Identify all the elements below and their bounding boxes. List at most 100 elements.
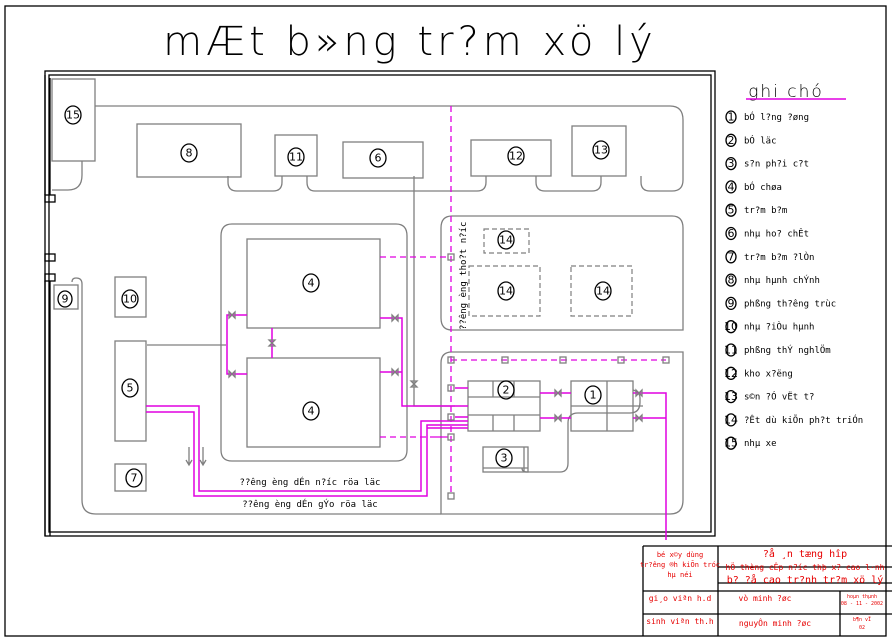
label-15: 15: [64, 105, 82, 125]
legend-number-circle: [725, 110, 737, 124]
svg-text:4: 4: [308, 405, 315, 418]
legend-number: 13: [724, 390, 738, 403]
legend-number: 11: [724, 344, 738, 357]
legend-label: s©n ?Ó vËt t?: [744, 391, 814, 403]
completion-label: hoµn thµnh: [847, 594, 877, 600]
legend-item: 7 tr?m b?m ?lÒn: [725, 250, 814, 264]
label-6: 6: [369, 148, 387, 168]
legend-number-circle: [725, 366, 737, 380]
building-8: [136, 123, 242, 178]
sludge-bed-3: [482, 446, 529, 473]
legend-label: s?n ph?i c?t: [744, 160, 809, 170]
legend-item: 12 kho x?ëng: [724, 366, 793, 380]
legend-number-circle: [725, 436, 737, 450]
svg-text:6: 6: [375, 152, 382, 165]
future-area-14b: [468, 265, 541, 317]
legend-number: 2: [728, 134, 735, 147]
legend-label: tr?m b?m ?lÒn: [744, 251, 814, 263]
sheet-border: [4, 5, 887, 637]
legend-number: 10: [724, 320, 738, 333]
teacher-label: gi¸o viªn h.d: [649, 594, 712, 603]
legend-label: nhµ xe: [744, 439, 777, 449]
label-11: 11: [287, 147, 305, 167]
legend-number: 3: [728, 157, 735, 170]
sheet-number-label: b¶n vÏ: [853, 616, 871, 623]
svg-text:12: 12: [509, 150, 523, 163]
label-14b: 14: [497, 281, 515, 301]
legend-label: bÓ chøa: [744, 181, 782, 193]
label-2: 2: [497, 380, 515, 400]
building-9: [53, 284, 79, 310]
legend-number-circle: [725, 413, 737, 427]
svg-text:14: 14: [596, 285, 610, 298]
legend-number-circle: [725, 226, 737, 241]
building-7: [114, 463, 147, 492]
legend-number-circle: [725, 203, 737, 217]
legend-number: 5: [728, 204, 735, 217]
legend-item: 5 tr?m b?m: [725, 203, 787, 217]
legend-number: 7: [728, 250, 735, 263]
entrance-gates: [44, 75, 56, 536]
future-area-14c: [570, 265, 633, 317]
svg-text:15: 15: [66, 109, 80, 122]
svg-text:8: 8: [186, 147, 193, 160]
svg-text:10: 10: [123, 293, 137, 306]
legend-label: bÓ läc: [744, 134, 777, 146]
wash-water-pipe-label: ??êng èng dÉn n?íc röa läc: [240, 476, 381, 488]
legend-item: 13 s©n ?Ó vËt t?: [724, 389, 814, 404]
drawing-title: mÆt b»ng tr?m xö lý: [163, 19, 657, 65]
student-label: sinh viªn th.h: [646, 617, 714, 626]
legend-number: 12: [724, 367, 738, 380]
building-12: [470, 139, 552, 177]
svg-text:13: 13: [594, 144, 608, 157]
label-8: 8: [180, 143, 198, 163]
legend-number-circle: [725, 180, 737, 194]
svg-text:3: 3: [501, 452, 508, 465]
legend-number-circle: [725, 389, 737, 404]
legend-label: bÓ l?ng ?øng: [744, 111, 809, 123]
legend-label: nhµ hµnh chÝnh: [744, 274, 820, 286]
label-1: 1: [584, 385, 602, 405]
legend-item: 1 bÓ l?ng ?øng: [725, 110, 809, 124]
svg-text:1: 1: [590, 389, 597, 402]
legend-number: 1: [728, 111, 735, 124]
legend-label: kho x?ëng: [744, 369, 793, 379]
label-10: 10: [121, 289, 139, 309]
plan-labels: 15 8 11 6 12 13 14 14 14 4 4 9 10 5 7 2 …: [57, 105, 612, 488]
svg-text:14: 14: [499, 234, 513, 247]
valves: [185, 253, 670, 500]
svg-text:14: 14: [499, 285, 513, 298]
label-4-upper: 4: [302, 273, 320, 293]
buildings: [51, 78, 643, 492]
legend-number: 6: [728, 227, 735, 240]
sheet-title: b? ?å cao tr?nh tr?m xö lý: [727, 573, 884, 586]
svg-text:2: 2: [503, 384, 510, 397]
legend-label: phßng th?êng trùc: [744, 298, 836, 309]
building-10: [114, 276, 147, 318]
project-name: hÖ thèng cÊp n?íc thþ x? cao l·nh: [726, 561, 885, 572]
department-line-2: tr?êng ®h kiÕn tróc: [640, 560, 720, 569]
label-3: 3: [495, 448, 513, 468]
legend-number-circle: [725, 343, 737, 357]
label-5: 5: [121, 378, 139, 398]
svg-text:4: 4: [308, 277, 315, 290]
building-6: [342, 141, 424, 179]
legend-number-circle: [725, 133, 737, 147]
legend-item: 14?Êt dù kiÕn ph?t triÓn: [724, 413, 863, 427]
svg-text:5: 5: [127, 382, 134, 395]
building-5: [114, 340, 147, 442]
future-area-14a: [483, 228, 530, 254]
legend-label: tr?m b?m: [744, 206, 787, 216]
legend-title: ghi chó: [748, 82, 824, 102]
svg-text:11: 11: [289, 151, 303, 164]
legend-number-circle: [725, 296, 737, 311]
department-line-1: bé x©y dùng: [657, 551, 703, 559]
student-name: nguyÔn minh ?øc: [739, 617, 811, 628]
department-line-3: hµ néi: [667, 571, 692, 579]
